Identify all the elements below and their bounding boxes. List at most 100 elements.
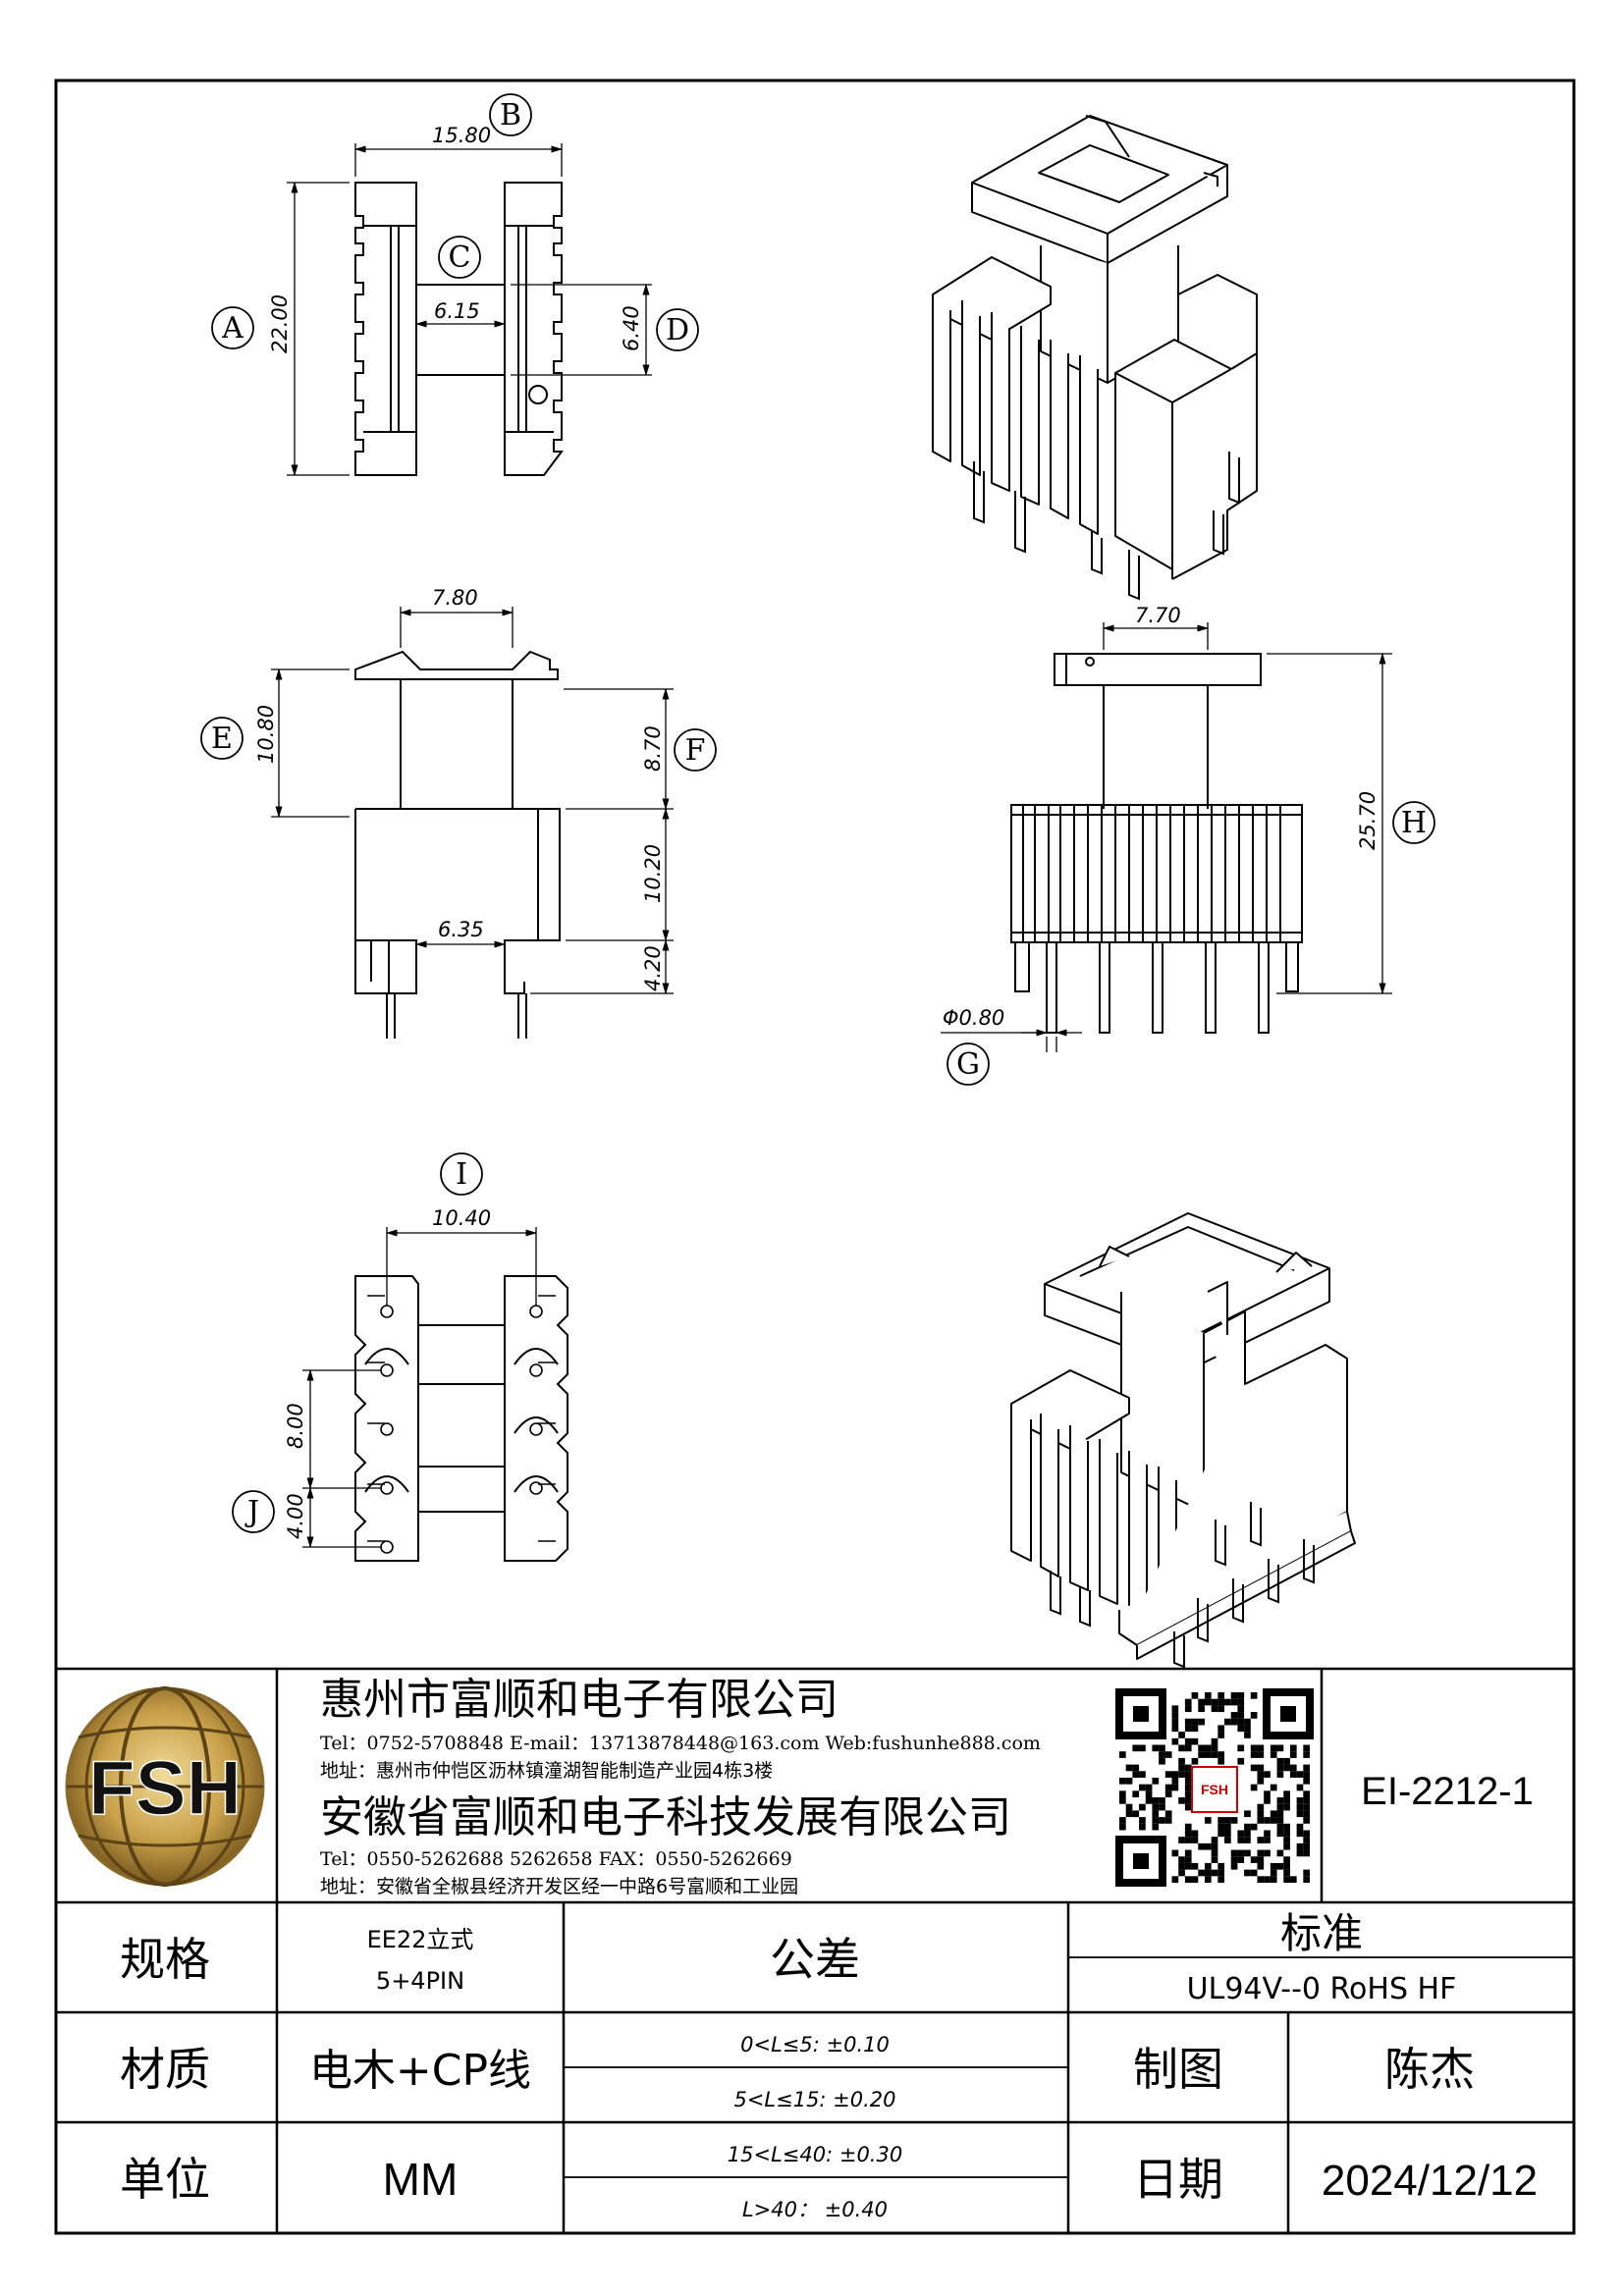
qr-module xyxy=(1296,1823,1304,1831)
qr-module xyxy=(1244,1810,1251,1818)
qr-module xyxy=(1244,1869,1251,1877)
qr-module xyxy=(1257,1862,1265,1870)
qr-module xyxy=(1217,1823,1225,1831)
qr-module xyxy=(1257,1803,1265,1811)
qr-module xyxy=(1257,1771,1265,1778)
qr-module xyxy=(1178,1757,1185,1765)
dim-a-label: A xyxy=(221,311,243,346)
qr-module xyxy=(1257,1817,1265,1824)
company-address-2: 地址：安徽省全椒县经济开发区经一中路6号富顺和工业园 xyxy=(320,1876,798,1897)
qr-module xyxy=(1132,1744,1140,1752)
qr-module xyxy=(1217,1705,1225,1713)
qr-module xyxy=(1230,1817,1238,1824)
qr-module xyxy=(1211,1698,1218,1706)
qr-module xyxy=(1283,1757,1290,1765)
dim-6-35: 6.35 xyxy=(438,918,484,941)
qr-module xyxy=(1264,1830,1271,1838)
qr-module xyxy=(1119,1790,1126,1798)
qr-module xyxy=(1303,1803,1310,1811)
qr-module xyxy=(1303,1764,1310,1772)
qr-module xyxy=(1198,1751,1205,1758)
qr-module xyxy=(1237,1705,1245,1713)
qr-module xyxy=(1191,1692,1199,1699)
dim-b-value: 15.80 xyxy=(432,124,491,147)
qr-module xyxy=(1303,1842,1310,1850)
bottom-view xyxy=(354,1275,568,1562)
qr-module xyxy=(1224,1718,1231,1726)
qr-module xyxy=(1204,1751,1212,1758)
material-label: 材质 xyxy=(120,2043,210,2096)
qr-module xyxy=(1152,1803,1160,1811)
qr-module xyxy=(1191,1830,1199,1838)
qr-module xyxy=(1230,1849,1238,1857)
qr-module xyxy=(1264,1849,1271,1857)
dim-d-value: 6.40 xyxy=(620,305,643,351)
qr-module xyxy=(1204,1817,1212,1824)
spec-label: 规格 xyxy=(120,1933,210,1986)
qr-module xyxy=(1264,1817,1271,1824)
qr-module xyxy=(1270,1784,1277,1791)
qr-module xyxy=(1159,1751,1165,1758)
qr-module xyxy=(1184,1837,1192,1843)
qr-module xyxy=(1211,1737,1218,1745)
bottom-view-dimensions xyxy=(232,1152,538,1549)
qr-module xyxy=(1257,1744,1265,1752)
qr-module xyxy=(1211,1842,1218,1850)
qr-module xyxy=(1171,1725,1179,1733)
dim-10-20: 10.20 xyxy=(641,844,665,903)
qr-module xyxy=(1244,1718,1251,1726)
qr-module xyxy=(1250,1869,1258,1877)
qr-module xyxy=(1270,1751,1277,1758)
qr-module xyxy=(1283,1837,1290,1843)
qr-module xyxy=(1184,1764,1192,1772)
qr-module xyxy=(1237,1849,1245,1857)
drawer-value: 陈杰 xyxy=(1384,2043,1475,2096)
qr-module xyxy=(1270,1744,1277,1752)
qr-module xyxy=(1217,1725,1225,1733)
qr-module xyxy=(1184,1777,1192,1785)
qr-module xyxy=(1296,1771,1304,1778)
qr-module xyxy=(1257,1856,1265,1863)
qr-module xyxy=(1289,1744,1297,1752)
qr-module xyxy=(1178,1797,1185,1804)
qr-module xyxy=(1171,1718,1179,1726)
qr-module xyxy=(1264,1790,1271,1798)
dim-e-label: E xyxy=(211,721,233,756)
tolerance-row-3: 15<L≤40: ±0.30 xyxy=(728,2143,902,2166)
qr-module xyxy=(1276,1764,1284,1772)
qr-module xyxy=(1184,1849,1192,1857)
qr-module xyxy=(1139,1803,1146,1811)
qr-module xyxy=(1198,1744,1205,1752)
company-contact-1: Tel：0752-5708848 E-mail：13713878448@163.… xyxy=(320,1733,1041,1754)
qr-module xyxy=(1283,1830,1290,1838)
qr-module xyxy=(1184,1797,1192,1804)
qr-module xyxy=(1198,1869,1205,1877)
front-view-dimensions xyxy=(200,607,717,995)
qr-module xyxy=(1159,1817,1165,1824)
fsh-logo: FSH xyxy=(65,1686,265,1887)
qr-module xyxy=(1204,1692,1212,1699)
qr-module xyxy=(1283,1764,1290,1772)
qr-module xyxy=(1145,1784,1153,1791)
qr-module xyxy=(1191,1862,1199,1870)
qr-module xyxy=(1276,1803,1284,1811)
unit-value: MM xyxy=(383,2154,459,2205)
spec-value-1: EE22立式 xyxy=(367,1926,474,1953)
dim-e-value: 10.80 xyxy=(254,705,278,764)
qr-module xyxy=(1125,1764,1133,1772)
qr-module xyxy=(1184,1876,1192,1883)
date-label: 日期 xyxy=(1133,2153,1223,2206)
qr-module xyxy=(1250,1692,1258,1699)
qr-module xyxy=(1164,1790,1172,1798)
qr-module xyxy=(1289,1764,1297,1772)
qr-module xyxy=(1250,1764,1258,1772)
qr-module xyxy=(1257,1764,1265,1772)
qr-module xyxy=(1184,1737,1192,1745)
qr-module xyxy=(1171,1849,1179,1857)
company-contact-2: Tel：0550-5262688 5262658 FAX：0550-526266… xyxy=(320,1848,792,1870)
qr-module xyxy=(1244,1837,1251,1843)
qr-module xyxy=(1264,1837,1271,1843)
qr-module xyxy=(1217,1862,1225,1870)
qr-module xyxy=(1184,1823,1192,1831)
qr-module xyxy=(1164,1751,1172,1758)
